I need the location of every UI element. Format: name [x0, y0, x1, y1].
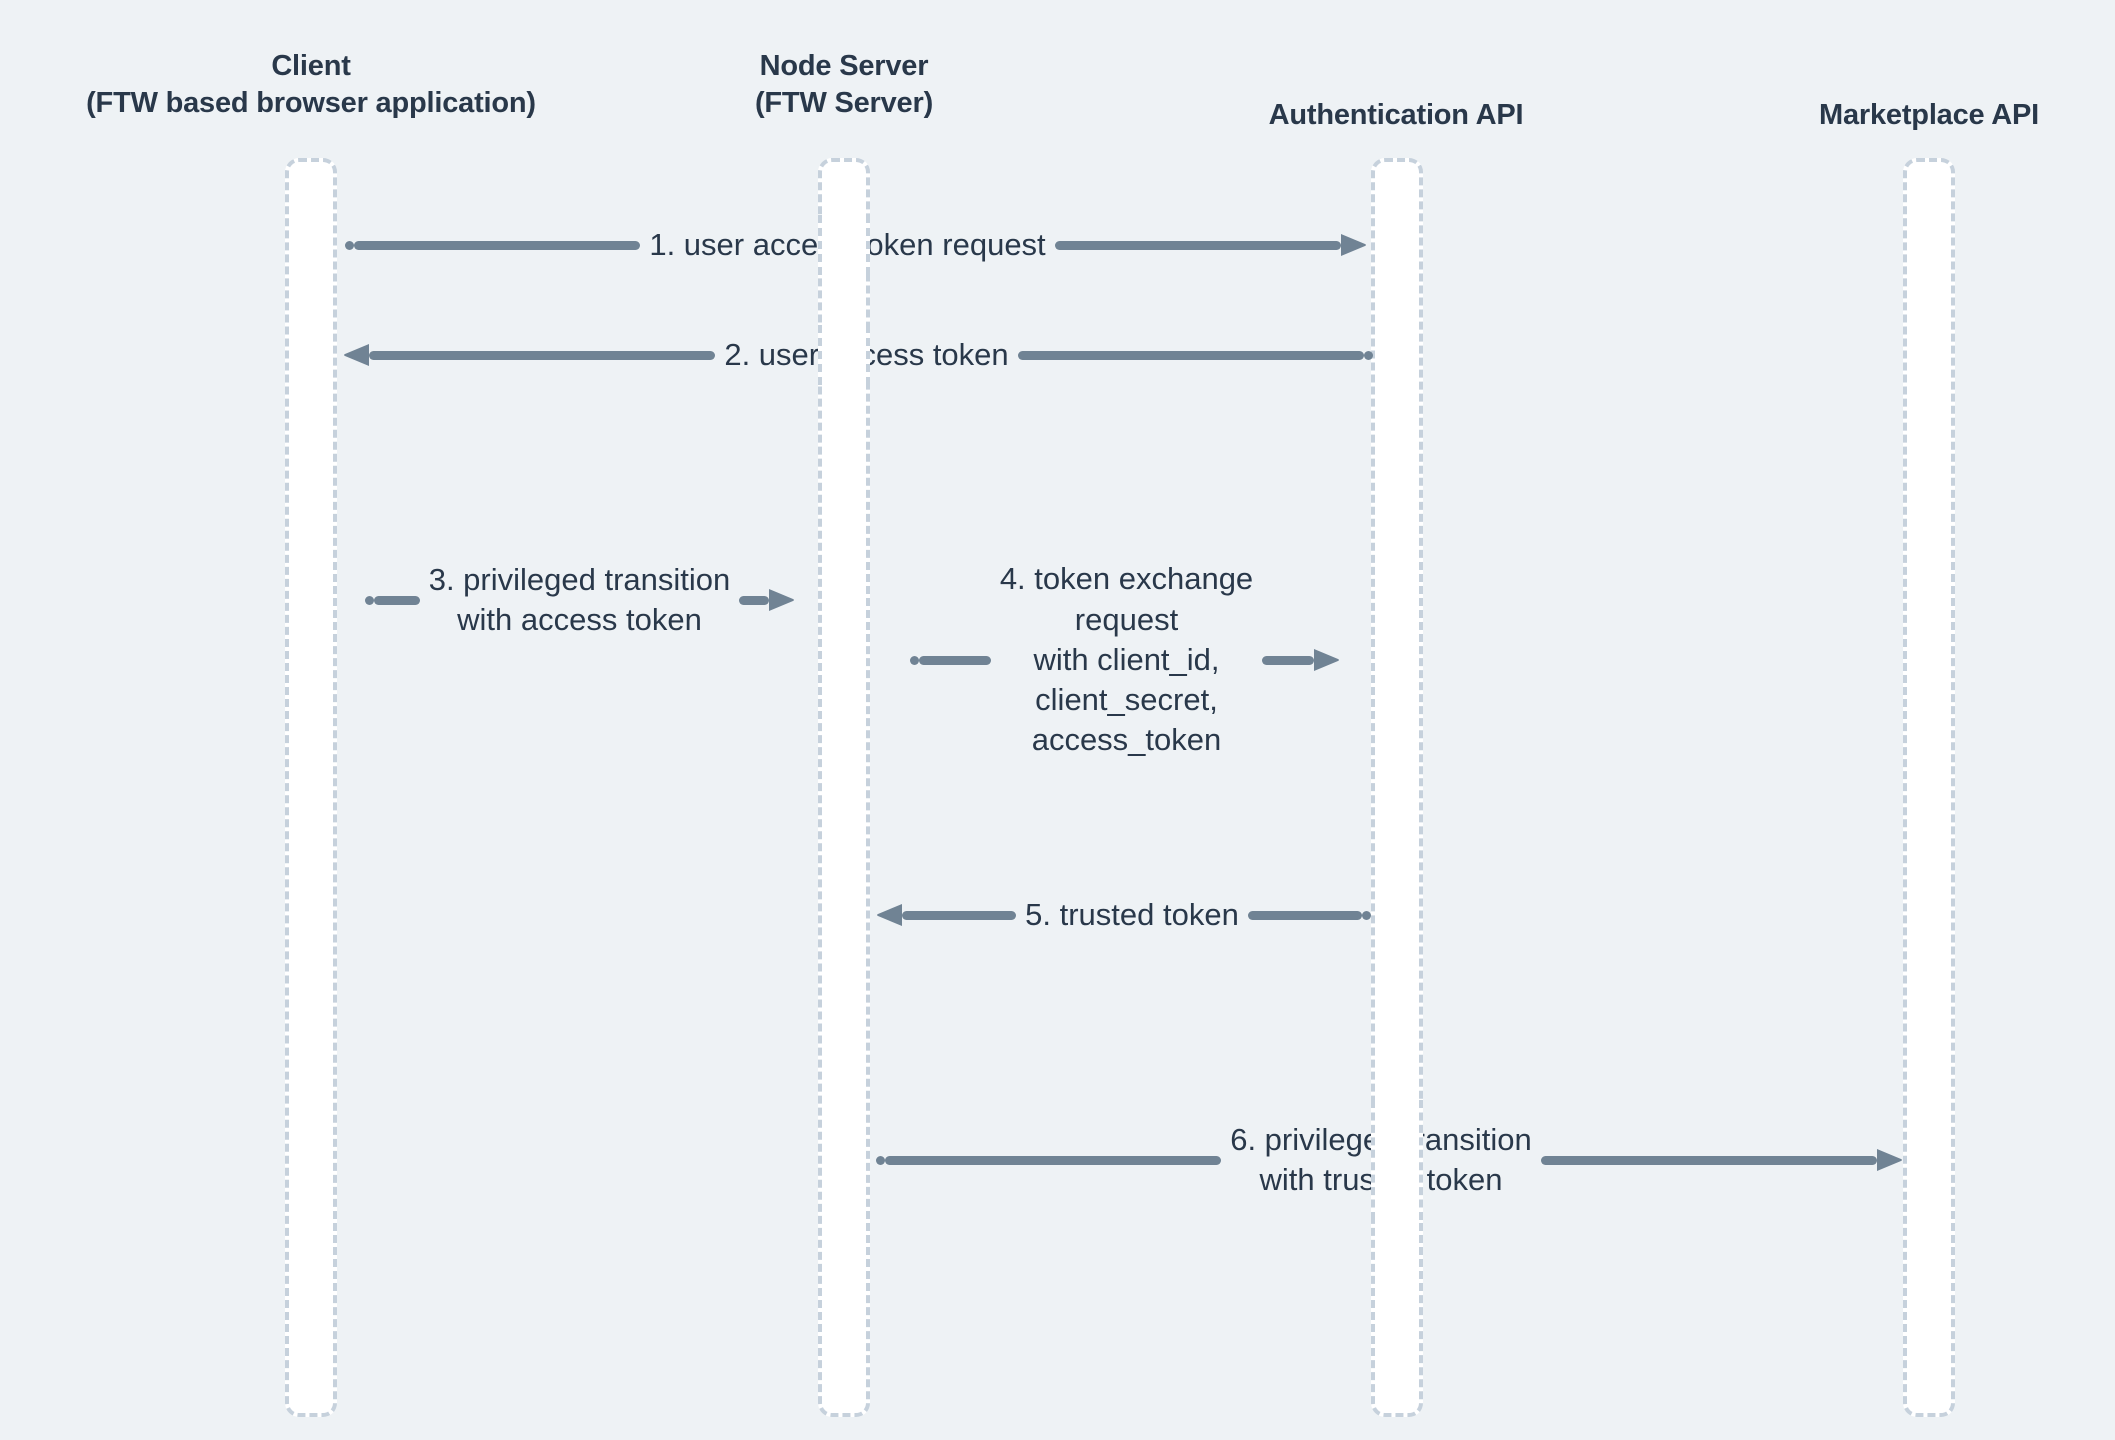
actor-label-node-server: Node Server (FTW Server)	[754, 50, 934, 120]
message-5-line-left	[902, 910, 1017, 920]
message-3-label: 3. privileged transition with access tok…	[428, 561, 731, 637]
message-5-line-right	[1247, 910, 1362, 920]
lifeline-authentication-api-overlay	[1371, 1100, 1423, 1220]
message-3: 3. privileged transition with access tok…	[345, 540, 815, 660]
actor-label-client: Client (FTW based browser application)	[86, 50, 536, 120]
message-2-arrowhead-left	[343, 339, 369, 371]
message-1-line-right	[1054, 240, 1342, 250]
message-3-line-left	[373, 595, 420, 605]
message-6-tail	[876, 1155, 885, 1165]
message-6-line-right	[1540, 1155, 1877, 1165]
lifeline-node-server-overlay-2	[818, 215, 870, 275]
message-5-tail	[1362, 910, 1371, 920]
message-4-arrowhead-right	[1314, 644, 1340, 676]
message-4-line-left	[918, 655, 991, 665]
actor-label-marketplace-api: Marketplace API	[1819, 99, 2039, 131]
message-2-tail	[1364, 350, 1374, 360]
message-3-tail	[364, 595, 374, 605]
message-2-line-left	[369, 350, 716, 360]
message-4: 4. token exchange request with client_id…	[880, 535, 1370, 785]
message-5: 5. trusted token	[876, 885, 1371, 945]
message-1-tail	[345, 240, 354, 250]
message-6-line-left	[885, 1155, 1222, 1165]
message-4-label: 4. token exchange request with client_id…	[999, 561, 1254, 758]
lifeline-node-server-overlay	[818, 325, 870, 385]
message-3-line-right	[739, 595, 770, 605]
message-2-line-right	[1017, 350, 1365, 360]
lifeline-marketplace-api	[1903, 158, 1955, 1417]
message-5-label: 5. trusted token	[1025, 896, 1239, 932]
message-5-arrowhead-left	[876, 899, 902, 931]
message-4-tail	[909, 655, 919, 665]
message-4-line-right	[1262, 655, 1315, 665]
actor-label-authentication-api: Authentication API	[1268, 99, 1524, 131]
message-1-arrowhead-right	[1341, 229, 1367, 261]
lifeline-client	[285, 158, 337, 1417]
message-1-line-left	[354, 240, 641, 250]
lifeline-authentication-api	[1371, 158, 1423, 1417]
message-6-arrowhead-right	[1877, 1144, 1903, 1176]
message-3-arrowhead-right	[769, 584, 795, 616]
